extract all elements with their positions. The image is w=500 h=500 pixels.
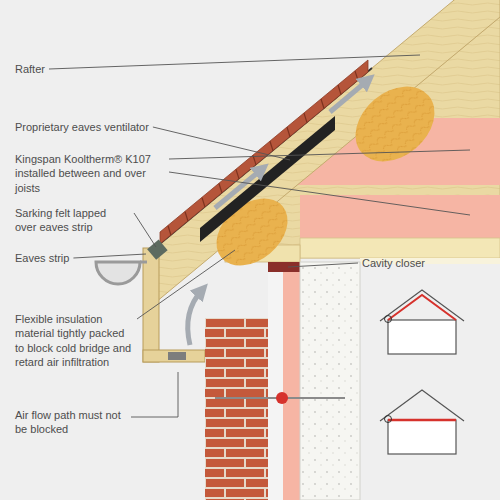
leader-line (169, 172, 470, 215)
tile-joint (338, 85, 341, 95)
leader-line (169, 150, 470, 159)
air-flow-arrow (330, 80, 368, 112)
leader-line (288, 263, 358, 267)
gutter (96, 262, 140, 284)
roof-tiles (160, 60, 368, 244)
tile-joint (287, 127, 290, 137)
insulation-line (388, 419, 456, 422)
tile-joint (202, 198, 205, 208)
cavity (268, 262, 300, 500)
leader-line (134, 213, 156, 247)
eaves-strip (147, 239, 167, 259)
part-label: Kingspan Kooltherm® K107 installed betwe… (15, 152, 165, 195)
outer-brick-leaf (205, 318, 268, 500)
tile-joint (236, 169, 239, 179)
tile-joint (185, 212, 188, 222)
part-label: Rafter (15, 62, 45, 76)
detail-marker (385, 416, 392, 423)
tie-drip-disc (276, 392, 288, 404)
part-label: Cavity closer (362, 256, 425, 270)
leader-line (49, 55, 420, 69)
tile-joint (168, 226, 171, 236)
tile-joint (304, 113, 307, 123)
soffit-vent (168, 352, 186, 360)
part-label: Air flow path must not be blocked (15, 408, 127, 437)
house-roof (380, 290, 464, 321)
flexible-insulation (203, 185, 300, 279)
cavity-insulation (283, 272, 300, 500)
leader-line (131, 372, 178, 417)
rafter (150, 0, 500, 307)
soffit-board (143, 350, 205, 362)
house-roof (380, 390, 464, 421)
part-label: Sarking felt lapped over eaves strip (15, 206, 130, 235)
inner-block-leaf (300, 262, 360, 500)
tile-joint (219, 183, 222, 193)
ceiling-joist (300, 238, 500, 258)
house-inset (380, 390, 464, 454)
leader-line (137, 250, 235, 319)
gutter-bracket (140, 261, 147, 264)
house-body (388, 420, 456, 454)
part-label: Flexible insulation material tightly pac… (15, 312, 133, 369)
leader-line (153, 127, 290, 160)
tile-joint (355, 71, 358, 81)
house-inset (380, 290, 464, 354)
part-label: Proprietary eaves ventilator (15, 120, 149, 134)
tile-joint (321, 99, 324, 109)
insulation-line (388, 295, 456, 320)
detail-marker (385, 316, 392, 323)
kooltherm-over-joists (300, 195, 500, 238)
air-flow-arrow (215, 169, 262, 208)
house-body (388, 320, 456, 354)
air-flow-arrow (188, 290, 202, 345)
tile-joint (270, 141, 273, 151)
leader-line (73, 254, 146, 258)
part-label: Eaves strip (15, 251, 69, 265)
